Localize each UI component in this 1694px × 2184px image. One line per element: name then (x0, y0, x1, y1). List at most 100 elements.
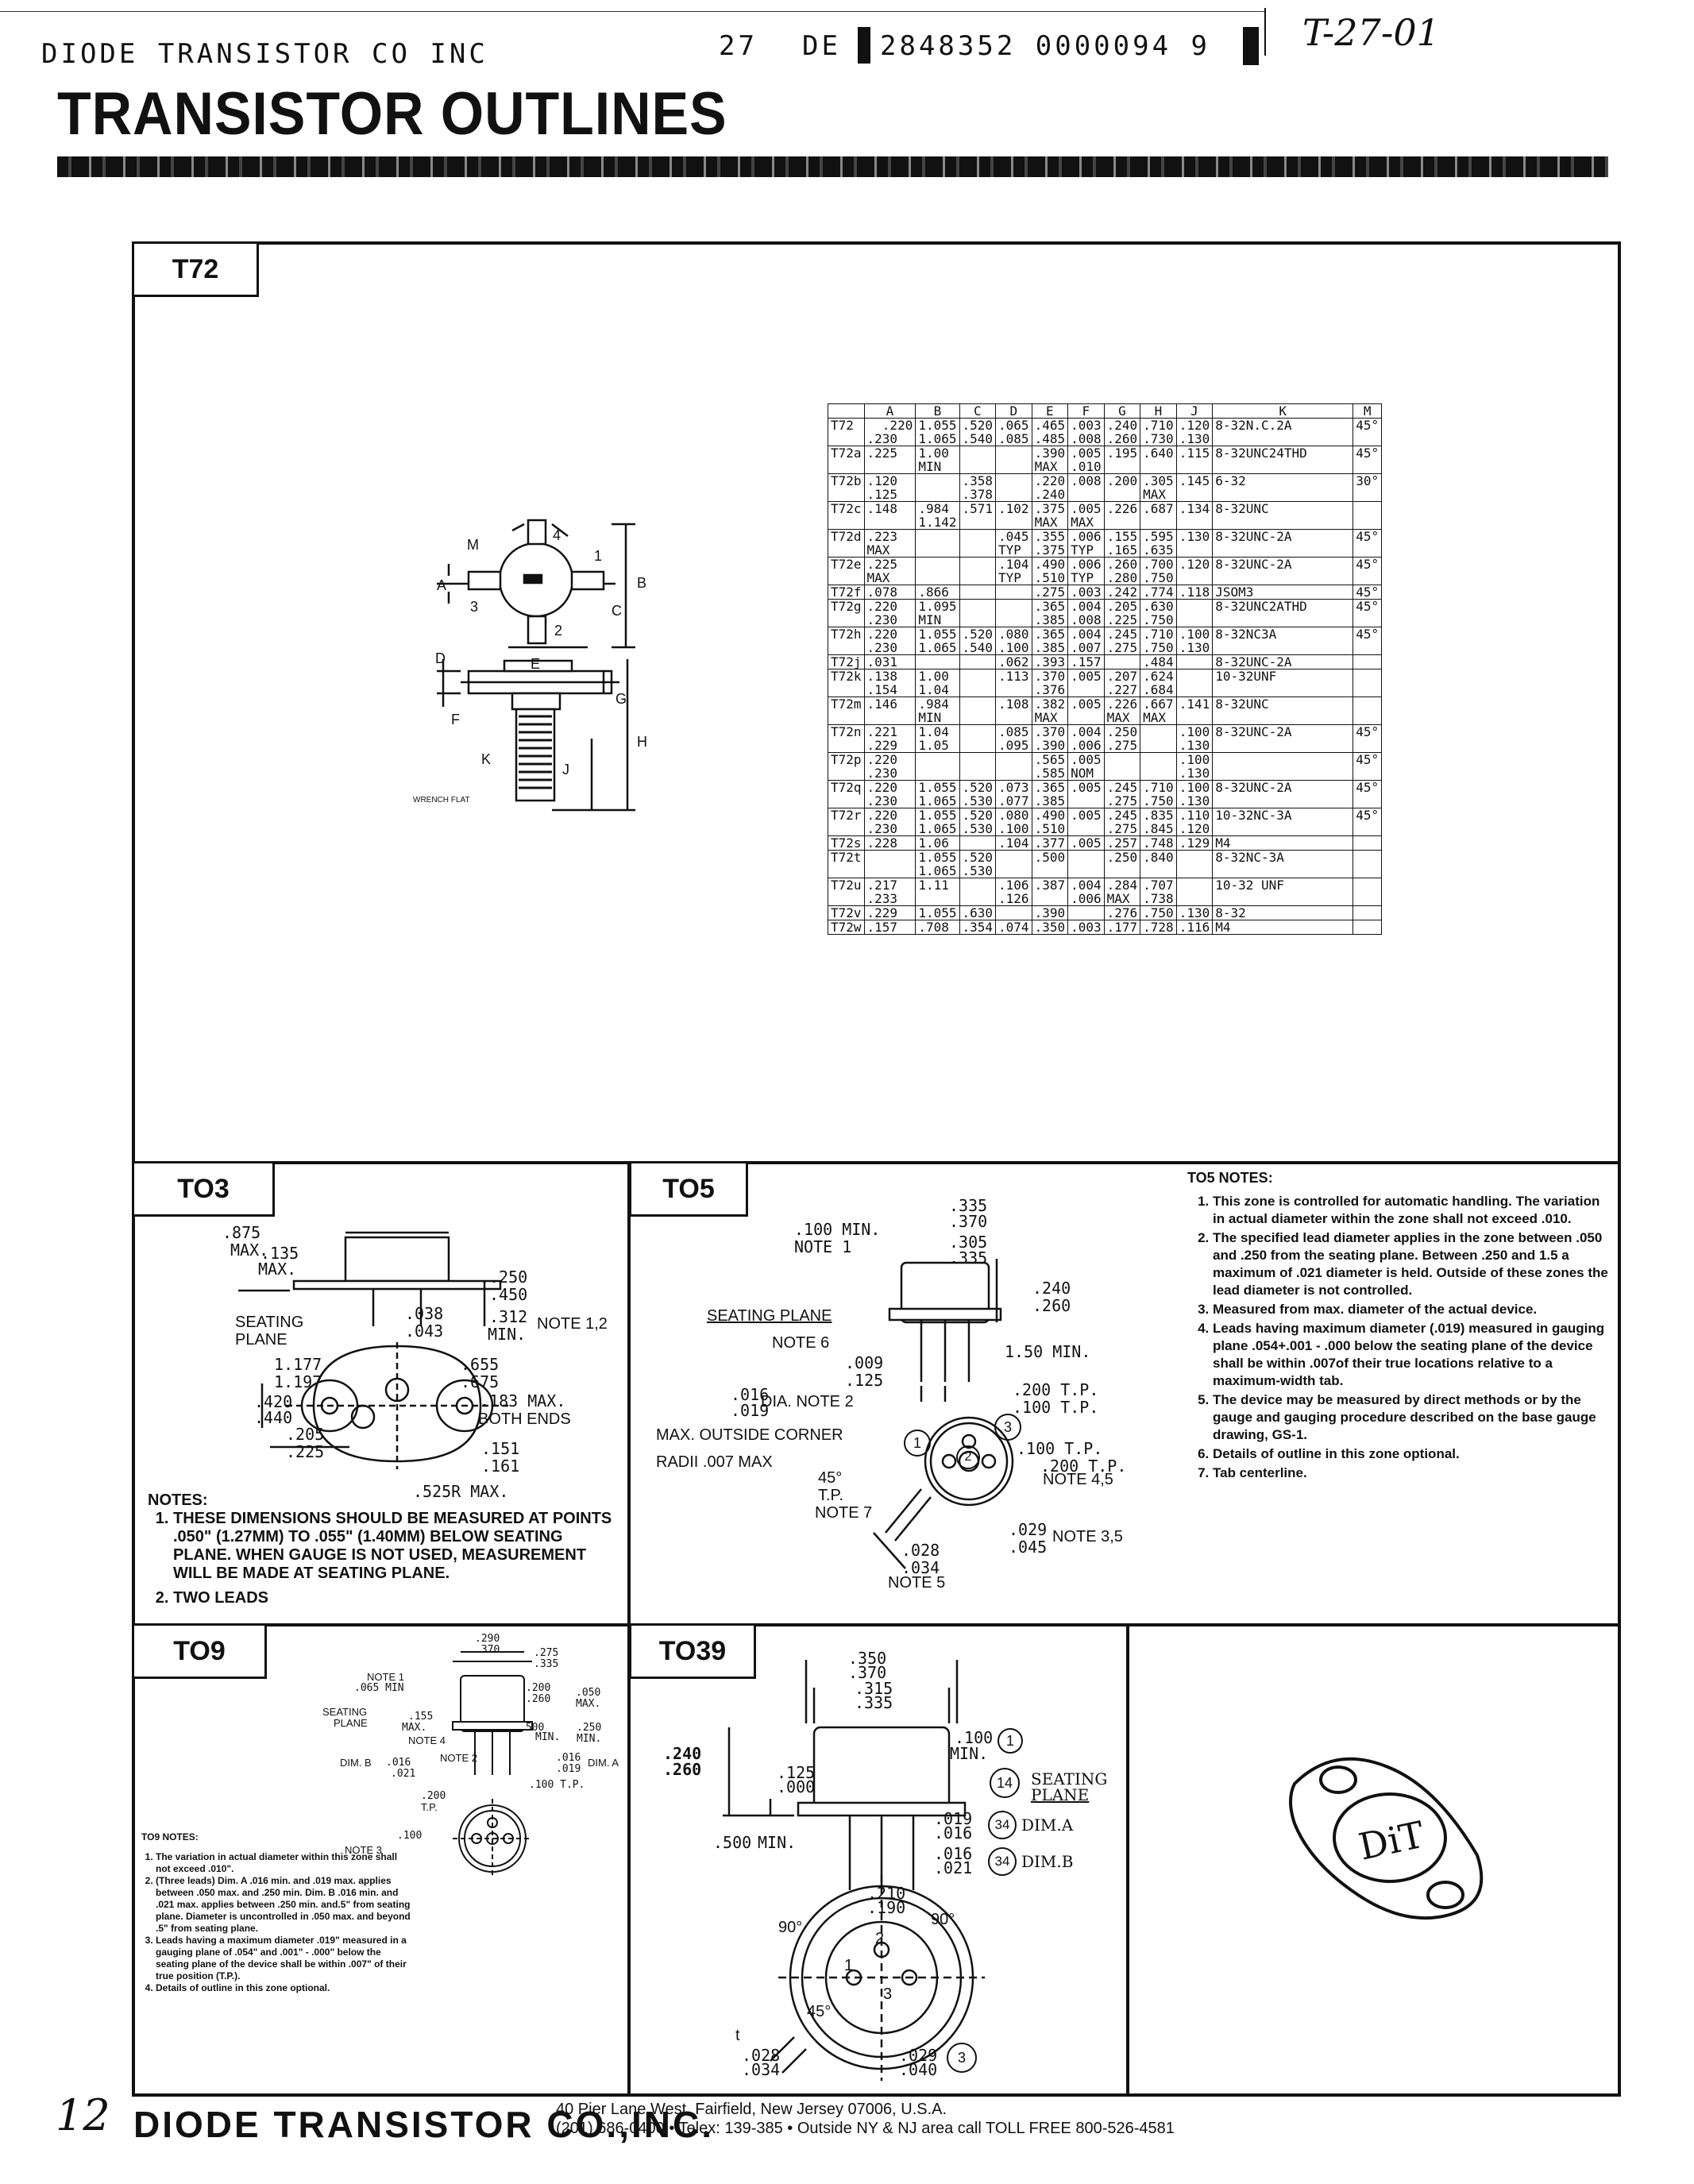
t72-label-d: D (435, 650, 446, 666)
table-cell: 8-32UNC-2A (1212, 654, 1354, 669)
table-cell: T72w (828, 920, 865, 935)
table-cell: T72b (828, 473, 865, 502)
to39-d000: .000 (777, 1777, 816, 1796)
table-cell: .120 (1175, 557, 1214, 585)
table-cell: .074 (995, 920, 1032, 935)
table-cell: .835 .845 (1140, 808, 1177, 836)
table-cell: .031 (863, 654, 916, 669)
table-cell: 1.11 (915, 878, 960, 906)
table-row: T72w.157.708.354.074.350.003.177.728.116… (828, 920, 1383, 935)
table-cell: .138 .154 (863, 669, 916, 697)
to9-min2: MIN. (577, 1733, 602, 1745)
table-cell: 8-32 (1212, 905, 1354, 920)
table-cell (863, 850, 916, 878)
to9-max2: MAX. (402, 1722, 427, 1734)
t72-col-header (828, 403, 865, 419)
to39-d500: .500 (713, 1833, 752, 1852)
table-cell: .465 .485 (1031, 418, 1069, 446)
t72-col-header: K (1212, 403, 1354, 419)
to3-both-ends: BOTH ENDS (478, 1410, 571, 1428)
to9-d500: .500 (519, 1722, 545, 1734)
table-cell: .365 .385 (1031, 627, 1069, 655)
to9-d290: .290 (475, 1633, 500, 1645)
table-cell (959, 878, 997, 906)
divider-middle-row (132, 1623, 1621, 1626)
to9-note-1: The variation in actual diameter within … (156, 1851, 411, 1875)
table-cell: .108 (995, 696, 1032, 725)
table-cell: 8-32NC-3A (1212, 850, 1354, 878)
to39-dimb: DIM.B (1021, 1852, 1074, 1871)
table-cell (915, 752, 960, 781)
table-cell: .284 MAX (1103, 878, 1141, 906)
t72-label-j: J (562, 762, 569, 778)
table-cell: 1.095 MIN (915, 599, 960, 627)
table-cell: .490 .510 (1031, 557, 1069, 585)
table-cell: .116 (1175, 920, 1214, 935)
to39-pin1: 1 (844, 1957, 854, 1974)
table-cell: .134 (1175, 501, 1214, 530)
table-cell: 8-32UNC (1212, 501, 1354, 530)
to39-d028: .028 (742, 2046, 781, 2065)
table-row: T72d.223 MAX.045 TYP.355 .375.006 TYP.15… (828, 529, 1383, 558)
table-cell: T72f (828, 585, 865, 600)
table-cell (959, 696, 997, 725)
to3-d312: .312 (489, 1307, 528, 1326)
to5-note-7: Tab centerline. (1213, 1464, 1608, 1482)
to5-d335b: .335 (949, 1248, 988, 1268)
table-cell: .073 .077 (995, 780, 1032, 808)
table-cell: 1.06 (915, 835, 960, 851)
table-cell: .225 MAX (863, 557, 916, 585)
table-row: T72e.225 MAX.104 TYP.490 .510.006 TYP.26… (828, 557, 1383, 585)
table-cell: .085 .095 (995, 724, 1032, 753)
to9-note1: NOTE 1 (367, 1671, 404, 1683)
to3-max-top: MAX. (230, 1241, 269, 1260)
to5-d016: .016 (731, 1385, 770, 1404)
table-cell (1175, 878, 1214, 906)
to39-circle-34b: 34 (988, 1847, 1017, 1876)
table-cell: .004 .006 (1067, 724, 1105, 753)
table-cell (959, 599, 997, 627)
table-cell: .004 .006 (1067, 878, 1105, 906)
table-cell: 45° (1352, 557, 1383, 585)
table-cell: 8-32UNC (1212, 696, 1354, 725)
table-cell: .129 (1175, 835, 1214, 851)
table-cell: T72n (828, 724, 865, 753)
table-cell: .700 .750 (1140, 557, 1177, 585)
table-cell: .104 TYP (995, 557, 1032, 585)
page-number: 12 (56, 2090, 110, 2140)
table-cell: .387 (1031, 878, 1069, 906)
handwritten-code: T-27-01 (1302, 11, 1440, 54)
table-cell (995, 752, 1032, 781)
to3-plane-label: PLANE (235, 1331, 287, 1349)
table-cell: .571 (959, 501, 997, 530)
table-cell: 8-32UNC2ATHD (1212, 599, 1354, 627)
table-cell: .242 (1103, 585, 1141, 600)
table-cell: .003 .008 (1067, 418, 1105, 446)
to3-notes: NOTES: THESE DIMENSIONS SHOULD BE MEASUR… (148, 1491, 616, 1609)
dit-transistor-logo: DiT (1289, 1757, 1484, 1920)
table-cell: .250 (1103, 850, 1141, 878)
table-cell: .207 .227 (1103, 669, 1141, 697)
table-cell: .305 MAX (1140, 473, 1177, 502)
table-cell: .350 (1031, 920, 1069, 935)
table-cell: .062 (995, 654, 1032, 669)
table-cell: .003 (1067, 585, 1105, 600)
table-cell: T72k (828, 669, 865, 697)
table-cell: .005 (1067, 669, 1105, 697)
table-cell: .355 .375 (1031, 529, 1069, 558)
to5-d240: .240 (1032, 1279, 1071, 1298)
to39-d016: .016 (934, 1823, 973, 1843)
t72-label-f: F (451, 712, 460, 727)
table-cell: T72t (828, 850, 865, 878)
table-cell: .710 .730 (1140, 418, 1177, 446)
to5-circle-1: 1 (904, 1430, 931, 1457)
table-cell: T72 (828, 418, 865, 446)
to9-d016b: .016 (556, 1752, 581, 1764)
to5-d019: .019 (731, 1401, 770, 1420)
table-cell (1067, 905, 1105, 920)
table-cell: 1.00 1.04 (915, 669, 960, 697)
table-cell: .390 MAX (1031, 446, 1069, 474)
table-cell: .217 .233 (863, 878, 916, 906)
